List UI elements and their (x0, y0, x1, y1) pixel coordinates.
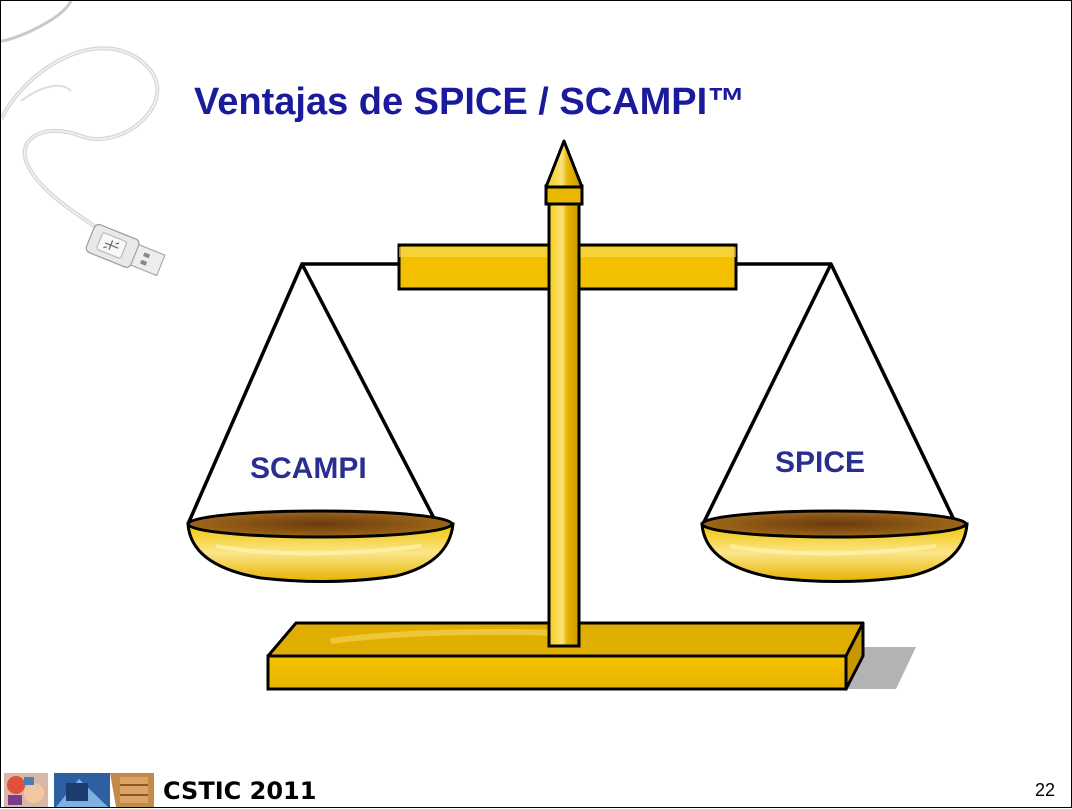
page-number: 22 (1035, 780, 1056, 800)
footer-logo-thumbnails (4, 773, 154, 807)
usb-cable-icon (1, 1, 166, 277)
left-pan-label: SCAMPI (250, 452, 367, 485)
right-pan-label: SPICE (775, 446, 866, 479)
slide-title: Ventajas de SPICE / SCAMPI™ (194, 81, 746, 123)
footer-conference-label: CSTIC 2011 (163, 777, 317, 805)
